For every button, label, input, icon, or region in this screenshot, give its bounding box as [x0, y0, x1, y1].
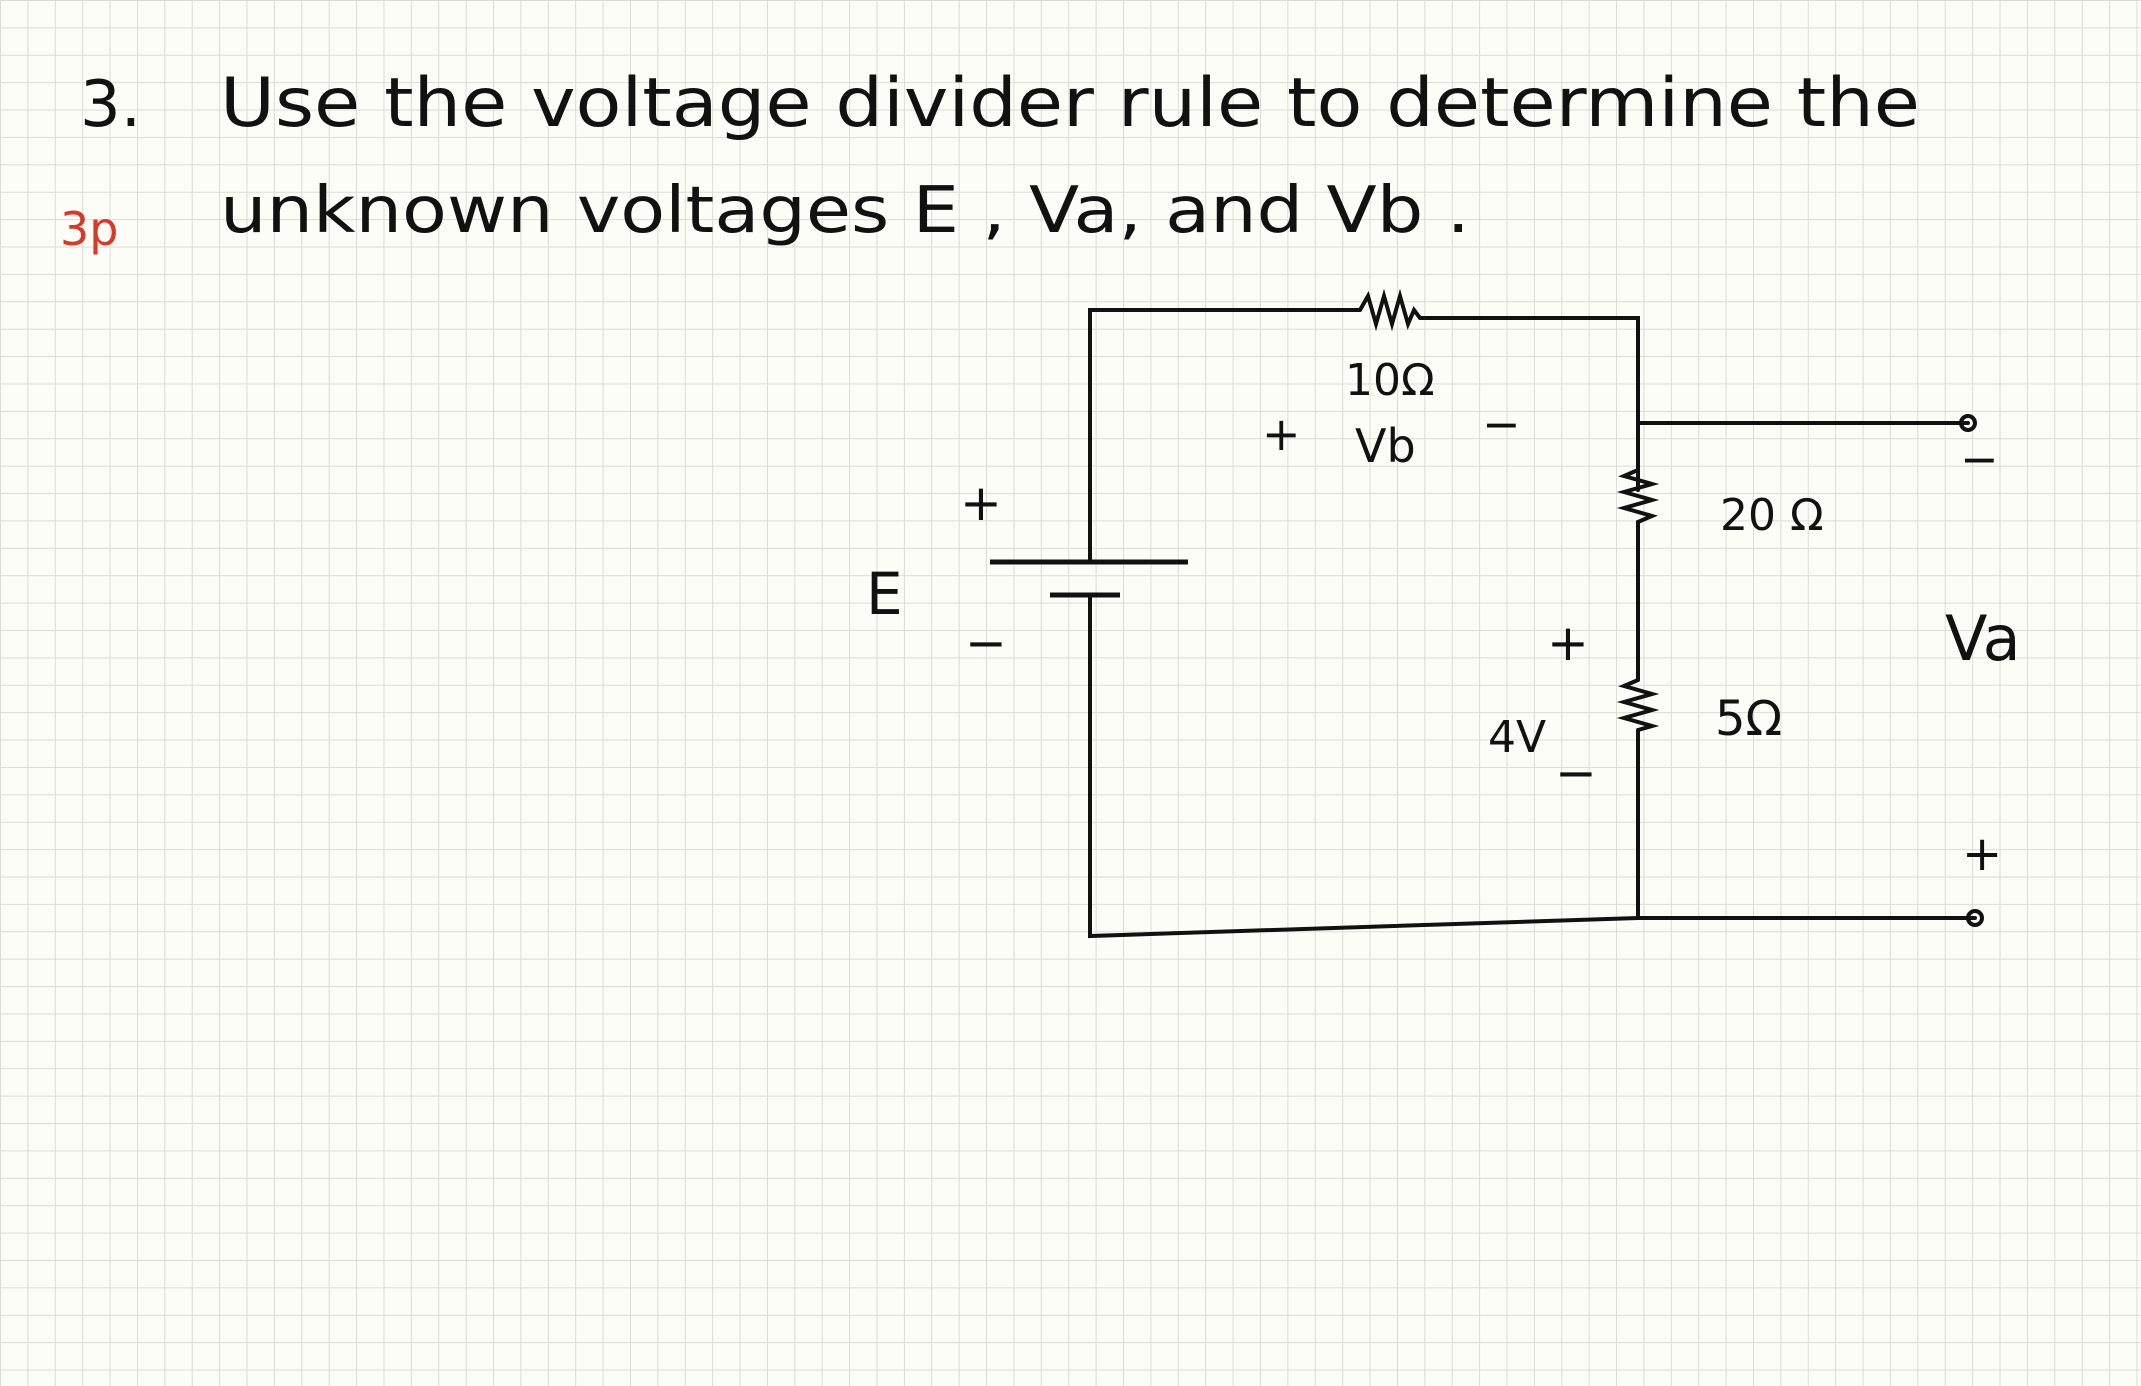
- resistor-top-value: 10Ω: [1345, 355, 1435, 406]
- wire-top-left: [1088, 308, 1362, 564]
- problem-number: 3.: [80, 68, 141, 142]
- source-plus: +: [960, 474, 1002, 532]
- wire-top-right: [1418, 316, 1640, 492]
- vb-plus: +: [1262, 407, 1301, 461]
- wires: [1088, 308, 1977, 939]
- va-bottom-sign: +: [1962, 826, 2002, 882]
- wire-bottom: [1088, 593, 1640, 939]
- resistor-top-symbol: [1358, 288, 1422, 332]
- va-label: Va: [1945, 602, 2021, 675]
- va-top-sign: −: [1960, 432, 1999, 486]
- resistor-20-value: 20 Ω: [1720, 490, 1824, 541]
- resistor-20-symbol: [1616, 468, 1660, 545]
- resistor-5-value: 5Ω: [1715, 691, 1782, 747]
- vb-minus: −: [1482, 397, 1521, 451]
- source-minus: −: [965, 614, 1007, 672]
- resistor-5-symbol: [1616, 678, 1660, 732]
- problem-line-2: unknown voltages E , Va, and Vb .: [220, 174, 1470, 248]
- source-label: E: [866, 560, 903, 628]
- problem-points: 3p: [60, 202, 118, 256]
- problem-line-1: Use the voltage divider rule to determin…: [220, 64, 1920, 143]
- battery-source: [990, 559, 1188, 598]
- output-terminal-top: [1959, 414, 1977, 432]
- v4-plus: +: [1547, 614, 1589, 672]
- v4-value: 4V: [1488, 712, 1546, 763]
- vb-label: Vb: [1355, 419, 1416, 473]
- v4-minus: −: [1555, 744, 1597, 802]
- output-terminal-bottom: [1966, 909, 1984, 927]
